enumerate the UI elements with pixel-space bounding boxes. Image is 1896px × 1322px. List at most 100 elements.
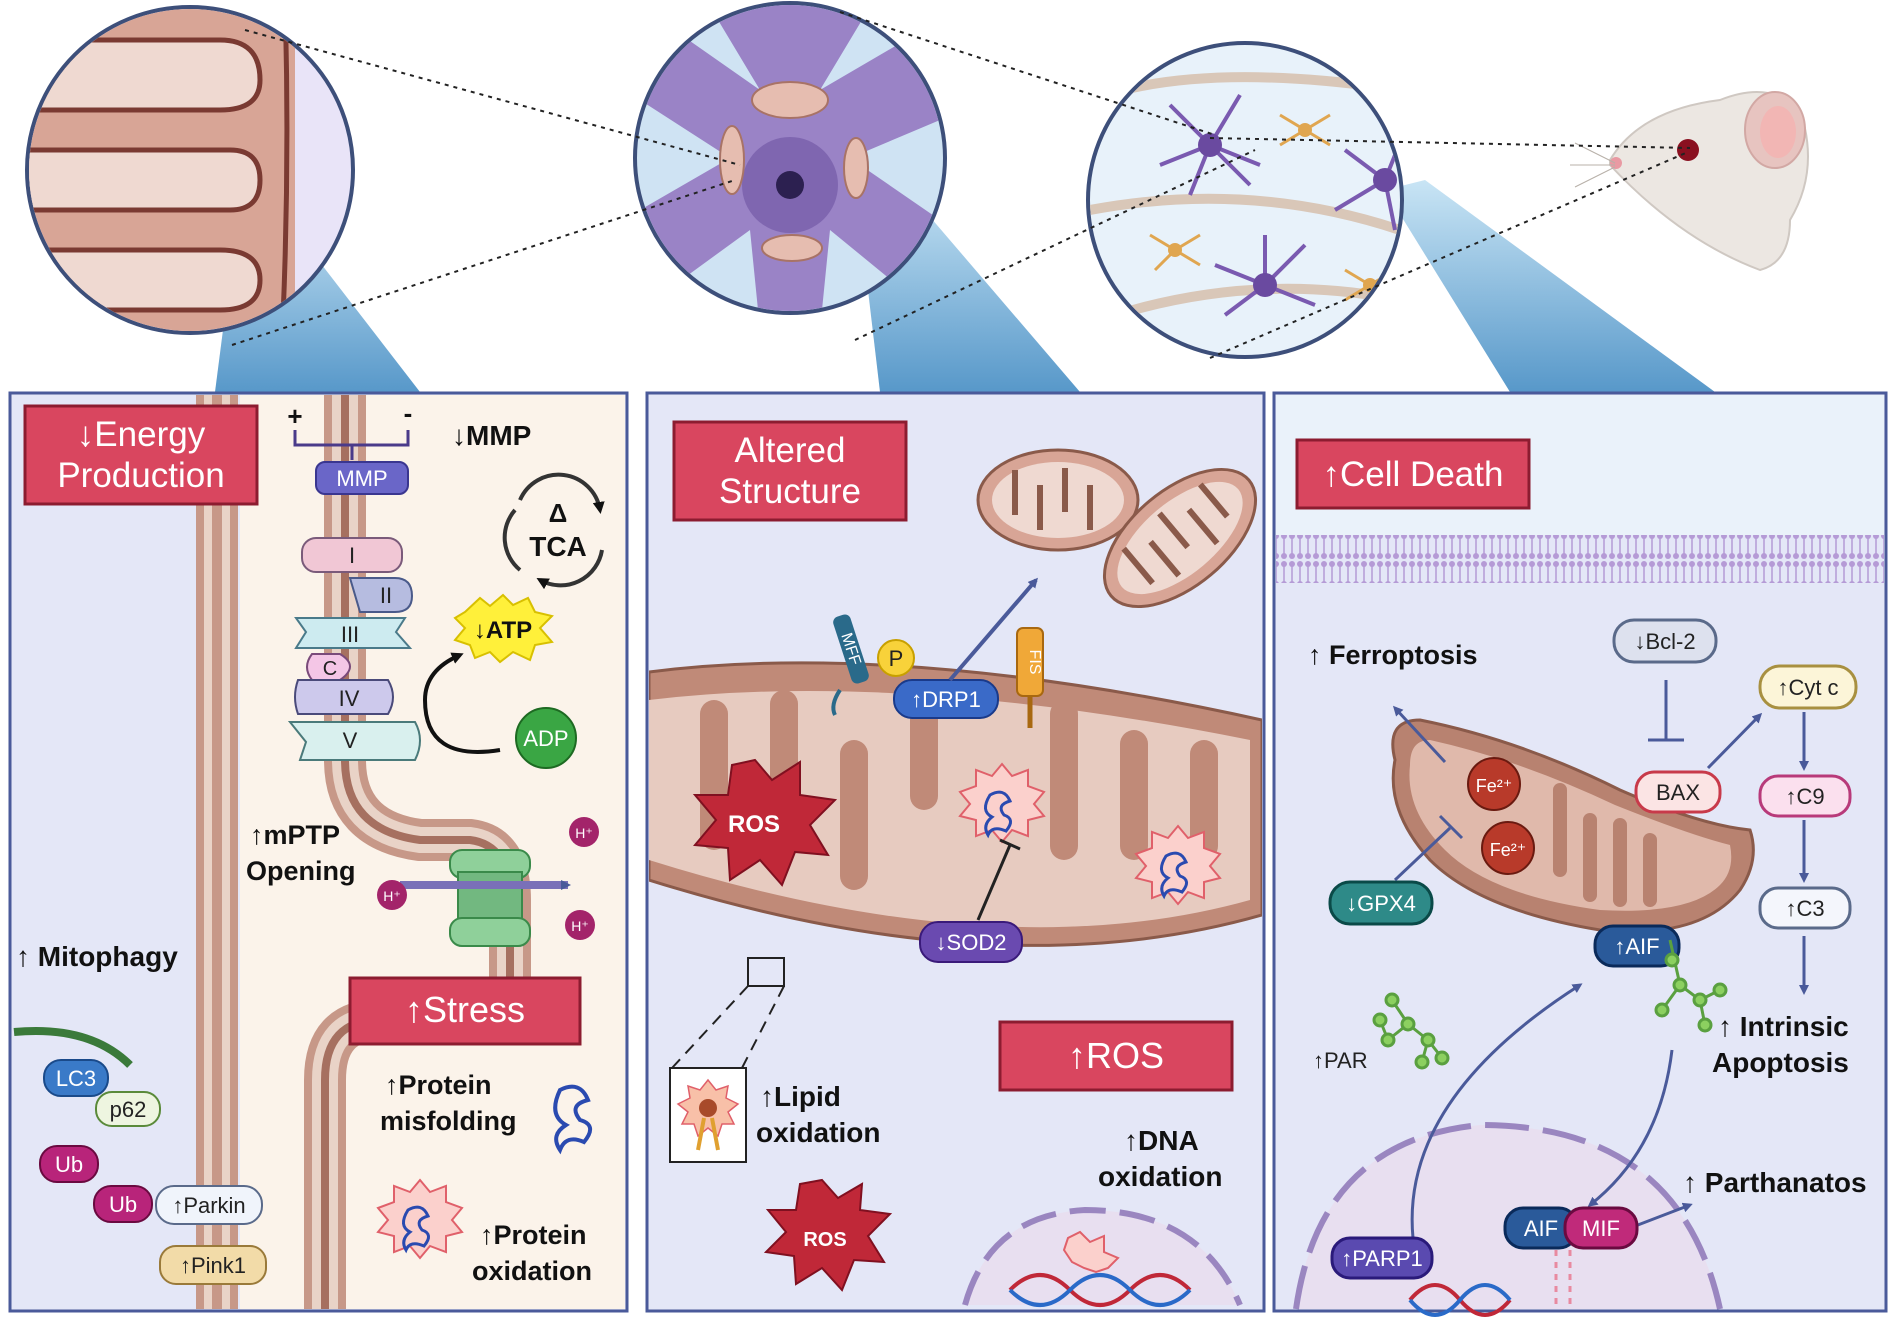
c3-pill xyxy=(1758,886,1852,930)
aif-up-label: ↑AIF xyxy=(1614,934,1659,959)
gpx4-inhibit-bar xyxy=(1438,814,1464,840)
altered-title-line2: Structure xyxy=(719,472,861,511)
complex-II xyxy=(348,577,414,613)
par-label: ↑PAR xyxy=(1313,1048,1368,1073)
oxidized-protein-right xyxy=(1134,824,1222,906)
bax-to-cytc-arrow xyxy=(1706,712,1763,770)
mouse-head xyxy=(1570,91,1809,272)
svg-text:H⁺: H⁺ xyxy=(575,825,593,841)
ub-label-1: Ub xyxy=(55,1152,83,1177)
complex-III-label: III xyxy=(341,622,359,647)
sod2-inhibit-line xyxy=(976,844,1012,921)
protein-misfolding-line1: ↑Protein xyxy=(385,1070,492,1100)
complex-V xyxy=(287,721,421,761)
mmp-label: ↓MMP xyxy=(452,420,531,451)
parthanatos-label: ↑ Parthanatos xyxy=(1683,1167,1867,1198)
cytc-label: ↑Cyt c xyxy=(1777,675,1838,700)
cytc-pill xyxy=(1758,664,1858,710)
mmp-minus-sign: - xyxy=(404,398,413,428)
fe-ion-2 xyxy=(1481,821,1535,875)
ros-label-small: ROS xyxy=(803,1229,846,1251)
parp1-label: ↑PARP1 xyxy=(1341,1246,1423,1271)
c3-label: ↑C3 xyxy=(1785,896,1824,921)
svg-text:H⁺: H⁺ xyxy=(383,888,401,904)
mif-to-parthanatos-arrow xyxy=(1629,1202,1693,1230)
cell-death-title: ↑Cell Death xyxy=(1323,455,1504,494)
p62-label: p62 xyxy=(110,1097,147,1122)
adp-to-atp-arrow xyxy=(422,652,501,754)
complex-C-label: C xyxy=(323,658,337,680)
cell-death-title-box: ↑Cell Death xyxy=(1295,438,1531,510)
bcl2-pill xyxy=(1612,618,1718,664)
nucleus-dna-panel2 xyxy=(962,1206,1243,1307)
mitophagy-label: ↑ Mitophagy xyxy=(16,941,178,972)
dna-oxidation-line2: oxidation xyxy=(1098,1161,1222,1192)
dna-oxidation-line1: ↑DNA xyxy=(1124,1125,1199,1156)
intrinsic-apoptosis-line1: ↑ Intrinsic xyxy=(1718,1011,1849,1042)
complex-V-label: V xyxy=(343,728,358,753)
zoom-dotted-lines xyxy=(231,11,1691,359)
lipid-oxidation-line1: ↑Lipid xyxy=(760,1081,841,1112)
fe-label-1: Fe²⁺ xyxy=(1476,776,1513,796)
adp-label: ADP xyxy=(523,726,568,751)
parkin-label: ↑Parkin xyxy=(172,1193,245,1218)
energy-production-title-box: ↓Energy Production xyxy=(23,404,259,506)
mitochondria-closeup-circle xyxy=(25,5,355,335)
stress-box: ↑Stress xyxy=(348,976,582,1046)
gpx4-pill xyxy=(1328,880,1434,926)
aif-to-nucleus-arrow xyxy=(1587,1049,1674,1207)
tca-cycle: Δ TCA xyxy=(502,472,605,590)
zoom-cone-3 xyxy=(1385,180,1715,392)
drp1-label: ↑DRP1 xyxy=(911,687,981,712)
fe-label-2: Fe²⁺ xyxy=(1490,840,1527,860)
mmp-bracket xyxy=(293,430,410,460)
complex-I xyxy=(301,537,403,573)
ros-box-label: ↑ROS xyxy=(1068,1035,1164,1076)
h-plus-ions: H⁺ H⁺ H⁺ xyxy=(377,817,599,940)
oxidized-protein-in-crista xyxy=(958,762,1046,844)
protein-misfolding-line2: misfolding xyxy=(380,1106,517,1136)
sod2-inhibit-bar xyxy=(999,838,1021,851)
atp-starburst: ↓ATP xyxy=(453,593,554,664)
complex-IV-label: IV xyxy=(339,686,360,711)
svg-text:H⁺: H⁺ xyxy=(571,918,589,934)
intrinsic-apoptosis-line2: Apoptosis xyxy=(1712,1047,1849,1078)
oxidized-protein-icon xyxy=(376,1178,464,1260)
par-chain-right xyxy=(1654,939,1728,1033)
ros-label-large: ROS xyxy=(728,811,780,838)
sod2-pill xyxy=(919,921,1023,963)
altered-structure-title-box: Altered Structure xyxy=(672,420,908,522)
gpx4-inhibit-line xyxy=(1393,826,1452,882)
ros-starburst-large: ROS xyxy=(692,758,838,887)
complex-III xyxy=(294,617,413,649)
c9-pill xyxy=(1758,774,1852,818)
tca-label: TCA xyxy=(529,531,587,562)
bax-label: BAX xyxy=(1656,780,1700,805)
mif-pill xyxy=(1563,1206,1639,1250)
ferroptosis-arrow xyxy=(1392,705,1447,764)
mmp-box-label: MMP xyxy=(336,466,387,491)
atp-label: ↓ATP xyxy=(474,617,532,644)
complex-I-label: I xyxy=(349,543,355,568)
ros-starburst-small: ROS xyxy=(763,1178,893,1292)
aif-nuclear-label: AIF xyxy=(1524,1216,1558,1241)
lc3-label: LC3 xyxy=(56,1066,96,1091)
phospho-label: P xyxy=(889,646,904,671)
neuron-soma-circle xyxy=(633,1,947,315)
sod2-label: ↓SOD2 xyxy=(936,930,1007,955)
protein-oxidation-line2: oxidation xyxy=(472,1256,592,1286)
complex-II-label: II xyxy=(380,583,392,608)
pink1-label: ↑Pink1 xyxy=(180,1253,246,1278)
energy-title-line2: Production xyxy=(57,456,224,495)
parp1-to-aif-arrow xyxy=(1410,983,1583,1239)
oxidized-lipid-box xyxy=(669,1067,747,1163)
misfolded-protein-icon xyxy=(553,1084,592,1155)
ferroptosis-label: ↑ Ferroptosis xyxy=(1308,640,1478,670)
mptp-label-line1: ↑mPTP xyxy=(250,820,340,850)
adp-circle xyxy=(515,707,577,769)
altered-title-line1: Altered xyxy=(735,431,846,470)
mptp-channel xyxy=(400,849,571,947)
aif-up-pill xyxy=(1593,924,1681,968)
electron-transport-chain: I II III C IV V xyxy=(287,537,421,761)
fe-ion-1 xyxy=(1467,757,1521,811)
